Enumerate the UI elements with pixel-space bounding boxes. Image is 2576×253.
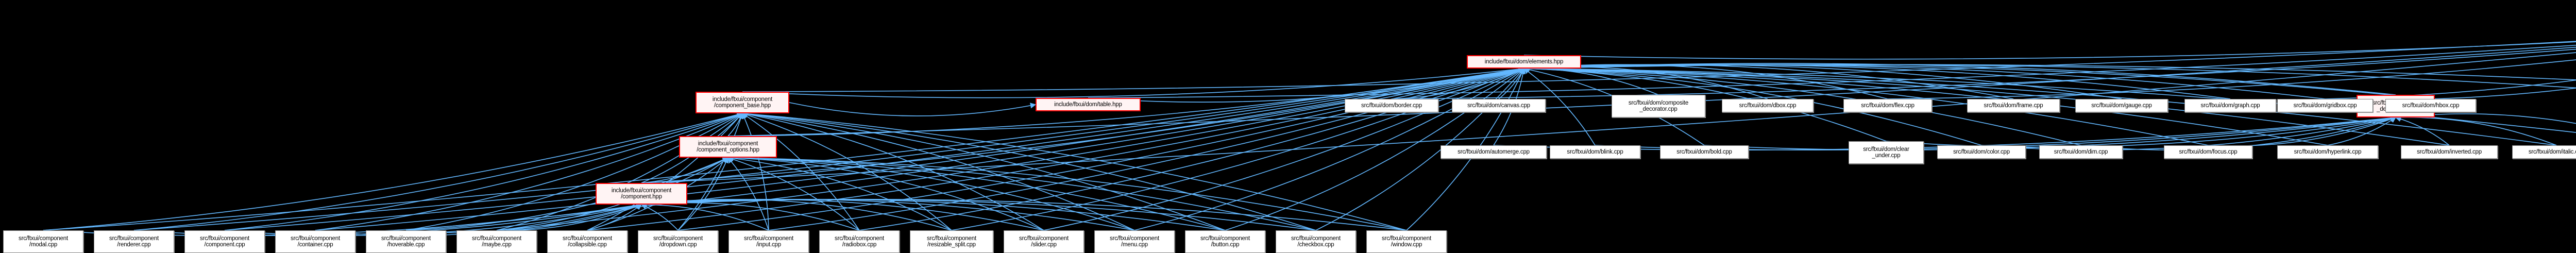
graph-edge	[677, 112, 744, 231]
graph-edge	[741, 111, 1044, 231]
graph-node[interactable]: include/ftxui/dom/elements.hpp	[1467, 55, 1581, 69]
graph-node[interactable]: src/ftxui/dom/automerge.cpp	[1440, 145, 1547, 159]
graph-node[interactable]: src/ftxui/component /modal.cpp	[3, 230, 83, 253]
graph-node[interactable]: src/ftxui/dom/gauge.cpp	[2075, 99, 2168, 112]
graph-node[interactable]: src/ftxui/dom/focus.cpp	[2164, 145, 2252, 159]
graph-node[interactable]: src/ftxui/component /hoverable.cpp	[366, 230, 446, 253]
graph-edge	[1887, 59, 2576, 99]
graph-edge	[315, 112, 743, 231]
graph-node[interactable]: src/ftxui/component /input.cpp	[728, 230, 809, 253]
graph-node[interactable]: src/ftxui/dom/dbox.cpp	[1722, 99, 1814, 112]
graph-edge	[224, 66, 1525, 231]
graph-node[interactable]: include/ftxui/component /component_optio…	[679, 136, 777, 158]
graph-node[interactable]: src/ftxui/component /window.cpp	[1366, 230, 1447, 253]
graph-node[interactable]: src/ftxui/dom/hbox.cpp	[2385, 99, 2476, 112]
graph-edge	[742, 113, 860, 231]
graph-node[interactable]: src/ftxui/component /dropdown.cpp	[638, 230, 718, 253]
graph-node[interactable]: src/ftxui/component /renderer.cpp	[94, 230, 174, 253]
graph-edge	[2430, 88, 2576, 99]
graph-edge	[1523, 64, 2431, 99]
graph-node[interactable]: src/ftxui/dom/gridbox.cpp	[2277, 99, 2373, 112]
graph-edge	[1523, 63, 2396, 95]
graph-edge	[727, 46, 2576, 137]
graph-edge	[727, 155, 1316, 231]
graph-node[interactable]: src/ftxui/component /radiobox.cpp	[819, 230, 900, 253]
graph-node[interactable]: src/ftxui/component /component.cpp	[184, 230, 265, 253]
graph-edge	[641, 66, 1525, 183]
graph-edge	[741, 111, 1226, 231]
graph-edge	[741, 112, 769, 231]
graph-edge	[496, 157, 728, 231]
graph-node[interactable]: src/ftxui/dom/frame.cpp	[1967, 99, 2060, 112]
graph-node[interactable]: src/ftxui/component /collapsible.cpp	[547, 230, 628, 253]
graph-node[interactable]: src/ftxui/component /resizable_split.cpp	[910, 230, 993, 253]
graph-edge	[727, 156, 860, 231]
graph-edge	[1523, 65, 2557, 146]
graph-node[interactable]: src/ftxui/dom/hyperlink.cpp	[2277, 145, 2378, 159]
graph-edge	[727, 157, 769, 231]
graph-edge	[1134, 68, 1524, 231]
graph-node[interactable]: src/ftxui/component /checkbox.cpp	[1276, 230, 1356, 253]
graph-edge	[727, 155, 1407, 231]
graph-edge	[727, 155, 1044, 231]
graph-edge	[1523, 41, 2576, 60]
graph-edge	[2395, 116, 2450, 146]
graph-node[interactable]: src/ftxui/dom/dim.cpp	[2039, 145, 2123, 159]
graph-node[interactable]: src/ftxui/dom/bold.cpp	[1660, 145, 1749, 159]
graph-node[interactable]: src/ftxui/component /maybe.cpp	[456, 230, 537, 253]
graph-edge	[1523, 68, 1596, 146]
graph-edge	[224, 112, 743, 231]
graph-node[interactable]: src/ftxui/dom/inverted.cpp	[2401, 145, 2498, 159]
graph-edge	[1523, 65, 1982, 146]
graph-edge	[727, 155, 1226, 231]
graph-edge	[951, 68, 1525, 231]
graph-node[interactable]: src/ftxui/dom/color.cpp	[1937, 145, 2026, 159]
graph-node[interactable]: src/ftxui/dom/blink.cpp	[1550, 145, 1640, 159]
graph-node[interactable]: src/ftxui/component /slider.cpp	[1004, 230, 1084, 253]
graph-edge	[640, 199, 1044, 231]
graph-node[interactable]: src/ftxui/component /menu.cpp	[1094, 230, 1175, 253]
graph-edge	[742, 66, 1525, 98]
graph-edge	[133, 66, 1525, 231]
graph-edge	[133, 112, 743, 231]
graph-edge	[43, 66, 1525, 231]
graph-edge	[1523, 65, 2576, 133]
graph-edge	[2395, 114, 2557, 146]
graph-node[interactable]: src/ftxui/dom/italic.cpp	[2512, 145, 2576, 159]
graph-edge	[741, 111, 1135, 231]
graph-edge	[1523, 65, 2081, 146]
graph-edge	[2327, 117, 2396, 146]
graph-node[interactable]: src/ftxui/component /button.cpp	[1185, 230, 1265, 253]
graph-node[interactable]: src/ftxui/component /container.cpp	[275, 230, 355, 253]
graph-node[interactable]: src/ftxui/dom/clear _under.cpp	[1849, 141, 1924, 164]
graph-edge	[1523, 65, 2328, 146]
graph-edge	[789, 102, 1037, 116]
graph-node[interactable]: src/ftxui/dom/border.cpp	[1345, 99, 1438, 112]
graph-node[interactable]: src/ftxui/dom/flex.cpp	[1843, 99, 1932, 112]
graph-edge	[640, 201, 769, 231]
graph-node[interactable]: include/ftxui/dom/table.hpp	[1036, 98, 1141, 111]
graph-node[interactable]: src/ftxui/dom/composite _decorator.cpp	[1612, 95, 1705, 117]
graph-edge	[741, 111, 1407, 231]
graph-edge	[1523, 65, 2209, 146]
graph-node[interactable]: src/ftxui/dom/graph.cpp	[2184, 99, 2276, 112]
graph-edge	[1523, 64, 2576, 80]
graph-node[interactable]: include/ftxui/component /component_base.…	[696, 92, 789, 113]
graph-node[interactable]: include/ftxui/component /component.hpp	[596, 183, 687, 205]
graph-edge	[1088, 44, 2576, 98]
graph-edge	[641, 52, 2576, 183]
graph-edge	[741, 111, 1316, 231]
graph-edge	[742, 41, 2576, 92]
graph-edge	[1315, 68, 1524, 231]
graph-node[interactable]: src/ftxui/dom/canvas.cpp	[1452, 99, 1546, 112]
graph-edge	[677, 157, 729, 231]
graph-edge	[727, 155, 952, 231]
graph-edge	[43, 112, 743, 231]
graph-edge	[727, 155, 1135, 231]
graph-edge	[315, 66, 1525, 231]
